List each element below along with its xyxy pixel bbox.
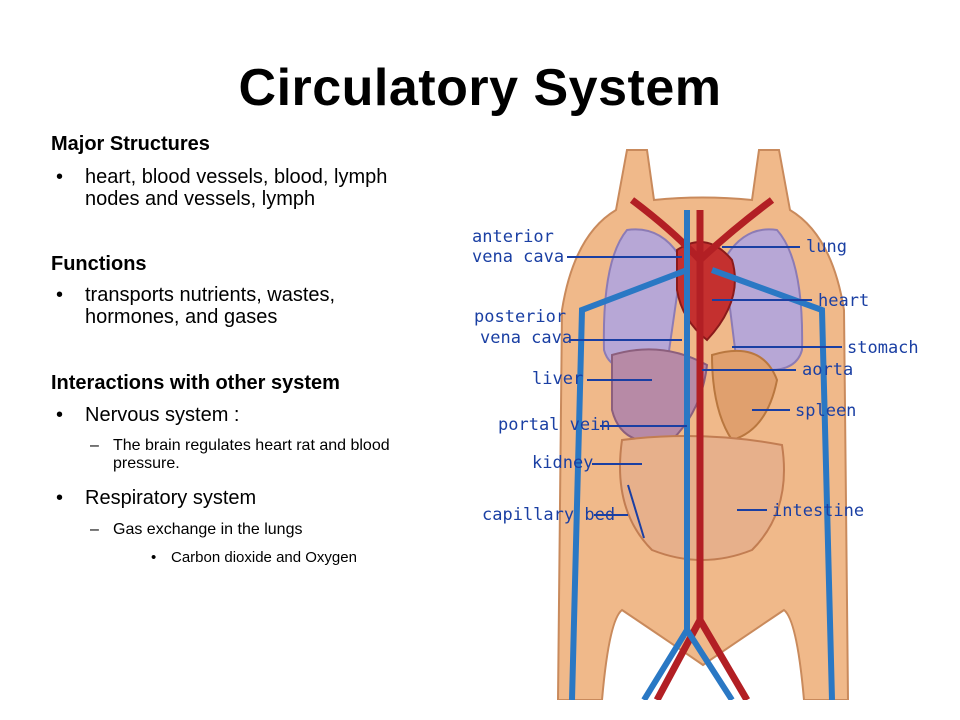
stomach-organ xyxy=(710,349,779,442)
label-stomach: stomach xyxy=(847,338,919,358)
structures-text: heart, blood vessels, blood, lymph nodes… xyxy=(85,166,388,210)
nervous-detail: The brain regulates heart rat and blood … xyxy=(113,437,390,472)
bullet-dot: • xyxy=(56,284,64,306)
label-vena-cava-1: vena cava xyxy=(472,247,564,267)
heading-functions: Functions xyxy=(51,253,147,275)
label-spleen: spleen xyxy=(795,401,856,421)
heading-interactions: Interactions with other system xyxy=(51,372,340,394)
heading-major-structures: Major Structures xyxy=(51,133,210,155)
label-heart: heart xyxy=(818,291,869,311)
nervous-label: Nervous system : xyxy=(85,404,240,426)
aorta-vessel xyxy=(629,197,775,700)
bullet-dot: • xyxy=(56,166,64,188)
respiratory-detail: Gas exchange in the lungs xyxy=(113,521,303,538)
text-column: Major Structures • heart, blood vessels,… xyxy=(51,128,431,567)
label-intestine: intestine xyxy=(772,501,864,521)
sub-respiratory: – Gas exchange in the lungs xyxy=(51,521,431,539)
bullet-respiratory: • Respiratory system xyxy=(51,487,431,509)
label-posterior: posterior xyxy=(474,307,566,327)
label-anterior: anterior xyxy=(472,227,554,247)
label-aorta: aorta xyxy=(802,360,853,380)
functions-text: transports nutrients, wastes, hormones, … xyxy=(85,284,336,328)
bullet-functions: • transports nutrients, wastes, hormones… xyxy=(51,284,425,328)
respiratory-label: Respiratory system xyxy=(85,487,257,509)
bullet-dot: • xyxy=(56,487,64,509)
circulatory-diagram: anterior vena cava posterior vena cava l… xyxy=(472,149,919,700)
bullet-structures: • heart, blood vessels, blood, lymph nod… xyxy=(51,166,425,210)
capillary-bracket xyxy=(627,484,645,539)
sub-nervous: – The brain regulates heart rat and bloo… xyxy=(51,437,413,473)
liver-organ xyxy=(611,348,709,443)
label-kidney: kidney xyxy=(532,453,593,473)
label-lung: lung xyxy=(806,237,847,257)
dash-marker: – xyxy=(90,437,99,454)
vena-cava-vessel xyxy=(569,210,835,700)
bullet-nervous: • Nervous system : xyxy=(51,404,431,426)
label-capillary-bed: capillary bed xyxy=(482,505,615,525)
bullet-dot: • xyxy=(56,404,64,426)
label-portal-vein: portal vein xyxy=(498,415,611,435)
label-vena-cava-2: vena cava xyxy=(480,328,572,348)
dash-marker: – xyxy=(90,521,99,538)
respiratory-sub: Carbon dioxide and Oxygen xyxy=(171,549,357,566)
bullet-dot: • xyxy=(151,549,157,566)
label-liver: liver xyxy=(532,369,583,389)
subsub-respiratory: • Carbon dioxide and Oxygen xyxy=(51,549,431,567)
page-title: Circulatory System xyxy=(238,59,722,117)
